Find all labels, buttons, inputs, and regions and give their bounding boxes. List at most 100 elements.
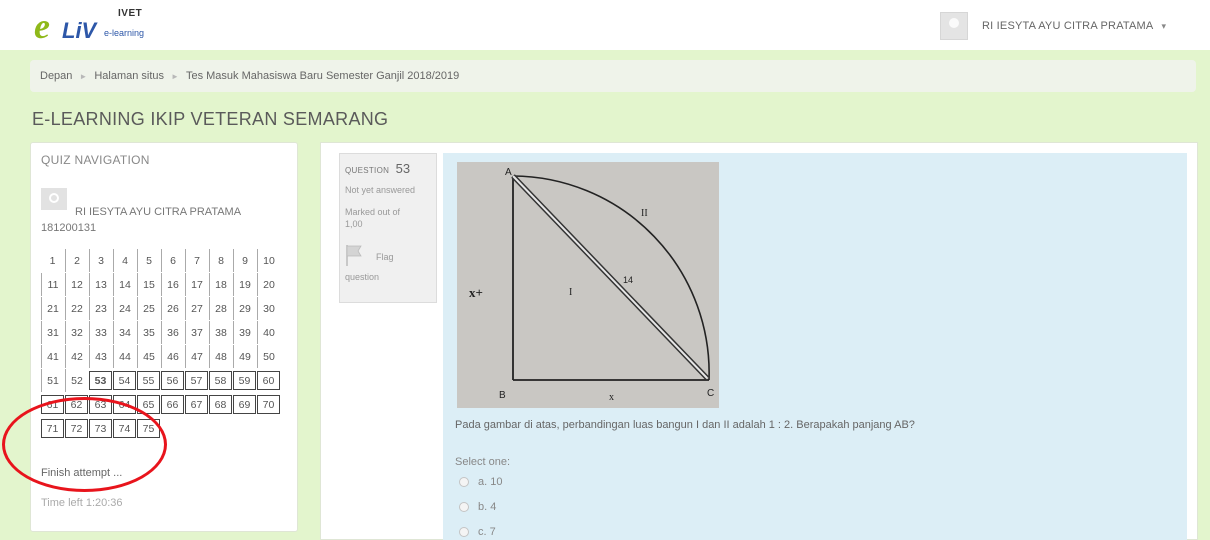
question-button-28[interactable]: 28 xyxy=(209,297,232,320)
flag-icon[interactable] xyxy=(345,244,363,266)
user-menu-name[interactable]: RI IESYTA AYU CITRA PRATAMA xyxy=(982,20,1154,32)
figure-label-region-2: II xyxy=(641,208,648,219)
question-button-6[interactable]: 6 xyxy=(161,249,184,272)
question-button-13[interactable]: 13 xyxy=(89,273,112,296)
question-button-33[interactable]: 33 xyxy=(89,321,112,344)
question-button-69[interactable]: 69 xyxy=(233,395,256,414)
question-button-49[interactable]: 49 xyxy=(233,345,256,368)
question-button-37[interactable]: 37 xyxy=(185,321,208,344)
question-button-55[interactable]: 55 xyxy=(137,371,160,390)
question-button-56[interactable]: 56 xyxy=(161,371,184,390)
question-button-22[interactable]: 22 xyxy=(65,297,88,320)
highlight-ellipse xyxy=(2,397,167,492)
question-button-12[interactable]: 12 xyxy=(65,273,88,296)
question-number: 53 xyxy=(395,161,411,176)
breadcrumb-item-quiz[interactable]: Tes Masuk Mahasiswa Baru Semester Ganjil… xyxy=(185,70,460,82)
question-button-1[interactable]: 1 xyxy=(49,254,56,267)
question-button-35[interactable]: 35 xyxy=(137,321,160,344)
question-button-67[interactable]: 67 xyxy=(185,395,208,414)
question-button-10[interactable]: 10 xyxy=(257,249,280,272)
flag-question-label[interactable]: Flag xyxy=(376,252,394,262)
question-button-7[interactable]: 7 xyxy=(185,249,208,272)
radio-icon[interactable] xyxy=(459,477,469,487)
question-button-65[interactable]: 65 xyxy=(137,395,160,414)
question-button-70[interactable]: 70 xyxy=(257,395,280,414)
answer-option-c[interactable]: c. 7 xyxy=(459,526,496,538)
flag-question-label-2[interactable]: question xyxy=(345,272,380,282)
question-button-2[interactable]: 2 xyxy=(65,249,88,272)
logo-ivet-text: IVET xyxy=(118,8,143,19)
question-button-14[interactable]: 14 xyxy=(113,273,136,296)
radio-icon[interactable] xyxy=(459,502,469,512)
question-button-21[interactable]: 21 xyxy=(41,297,64,320)
question-button-53[interactable]: 53 xyxy=(89,371,112,390)
question-button-8[interactable]: 8 xyxy=(209,249,232,272)
question-button-27[interactable]: 27 xyxy=(185,297,208,320)
question-button-11[interactable]: 11 xyxy=(41,273,64,296)
question-button-23[interactable]: 23 xyxy=(89,297,112,320)
quiz-user-name: RI IESYTA AYU CITRA PRATAMA xyxy=(75,206,242,218)
question-button-3[interactable]: 3 xyxy=(89,249,112,272)
question-label: QUESTION xyxy=(345,166,390,175)
question-button-32[interactable]: 32 xyxy=(65,321,88,344)
breadcrumb-item-home[interactable]: Depan xyxy=(40,70,73,82)
question-button-47[interactable]: 47 xyxy=(185,345,208,368)
question-button-54[interactable]: 54 xyxy=(113,371,136,390)
question-button-38[interactable]: 38 xyxy=(209,321,232,344)
question-button-48[interactable]: 48 xyxy=(209,345,232,368)
question-button-60[interactable]: 60 xyxy=(257,371,280,390)
question-button-50[interactable]: 50 xyxy=(257,345,280,368)
figure-arc xyxy=(512,175,710,381)
question-button-36[interactable]: 36 xyxy=(161,321,184,344)
question-button-44[interactable]: 44 xyxy=(113,345,136,368)
question-button-26[interactable]: 26 xyxy=(161,297,184,320)
top-navbar: e LiV IVET e-learning RI IESYTA AYU CITR… xyxy=(0,0,1210,50)
question-button-30[interactable]: 30 xyxy=(257,297,280,320)
figure-diagonal-inner xyxy=(512,175,708,379)
question-button-46[interactable]: 46 xyxy=(161,345,184,368)
question-button-39[interactable]: 39 xyxy=(233,321,256,344)
chevron-down-icon[interactable]: ▾ xyxy=(1161,20,1166,31)
answer-option-label[interactable]: a. 10 xyxy=(478,476,503,488)
question-button-24[interactable]: 24 xyxy=(113,297,136,320)
question-mark-value: 1,00 xyxy=(345,219,363,229)
question-button-4[interactable]: 4 xyxy=(113,249,136,272)
question-button-42[interactable]: 42 xyxy=(65,345,88,368)
question-button-40[interactable]: 40 xyxy=(257,321,280,344)
answer-option-a[interactable]: a. 10 xyxy=(459,476,502,488)
user-menu[interactable]: RI IESYTA AYU CITRA PRATAMA ▾ xyxy=(940,12,1166,40)
question-button-66[interactable]: 66 xyxy=(161,395,184,414)
breadcrumb-item-site-pages[interactable]: Halaman situs xyxy=(94,70,165,82)
question-button-59[interactable]: 59 xyxy=(233,371,256,390)
question-button-57[interactable]: 57 xyxy=(185,371,208,390)
question-button-43[interactable]: 43 xyxy=(89,345,112,368)
question-button-16[interactable]: 16 xyxy=(161,273,184,296)
question-button-68[interactable]: 68 xyxy=(209,395,232,414)
question-button-18[interactable]: 18 xyxy=(209,273,232,296)
question-button-17[interactable]: 17 xyxy=(185,273,208,296)
question-button-5[interactable]: 5 xyxy=(137,249,160,272)
question-button-29[interactable]: 29 xyxy=(233,297,256,320)
radio-icon[interactable] xyxy=(459,527,469,537)
user-avatar-icon[interactable] xyxy=(940,12,968,40)
figure-label-c: C xyxy=(707,388,714,399)
quiz-timer: Time left 1:20:36 xyxy=(41,497,123,509)
question-button-45[interactable]: 45 xyxy=(137,345,160,368)
question-button-9[interactable]: 9 xyxy=(233,249,256,272)
question-button-52[interactable]: 52 xyxy=(65,369,88,392)
quiz-navigation-title: QUIZ NAVIGATION xyxy=(41,153,150,167)
question-button-31[interactable]: 31 xyxy=(41,321,64,344)
answer-option-label[interactable]: b. 4 xyxy=(478,501,497,513)
answer-option-label[interactable]: c. 7 xyxy=(478,526,496,538)
question-button-34[interactable]: 34 xyxy=(113,321,136,344)
question-button-20[interactable]: 20 xyxy=(257,273,280,296)
site-logo[interactable]: e LiV IVET e-learning xyxy=(34,6,174,46)
answer-option-b[interactable]: b. 4 xyxy=(459,501,496,513)
figure-label-b: B xyxy=(499,390,506,401)
question-button-25[interactable]: 25 xyxy=(137,297,160,320)
question-button-41[interactable]: 41 xyxy=(41,345,64,368)
question-button-19[interactable]: 19 xyxy=(233,273,256,296)
question-button-15[interactable]: 15 xyxy=(137,273,160,296)
question-button-51[interactable]: 51 xyxy=(41,369,64,392)
question-button-58[interactable]: 58 xyxy=(209,371,232,390)
